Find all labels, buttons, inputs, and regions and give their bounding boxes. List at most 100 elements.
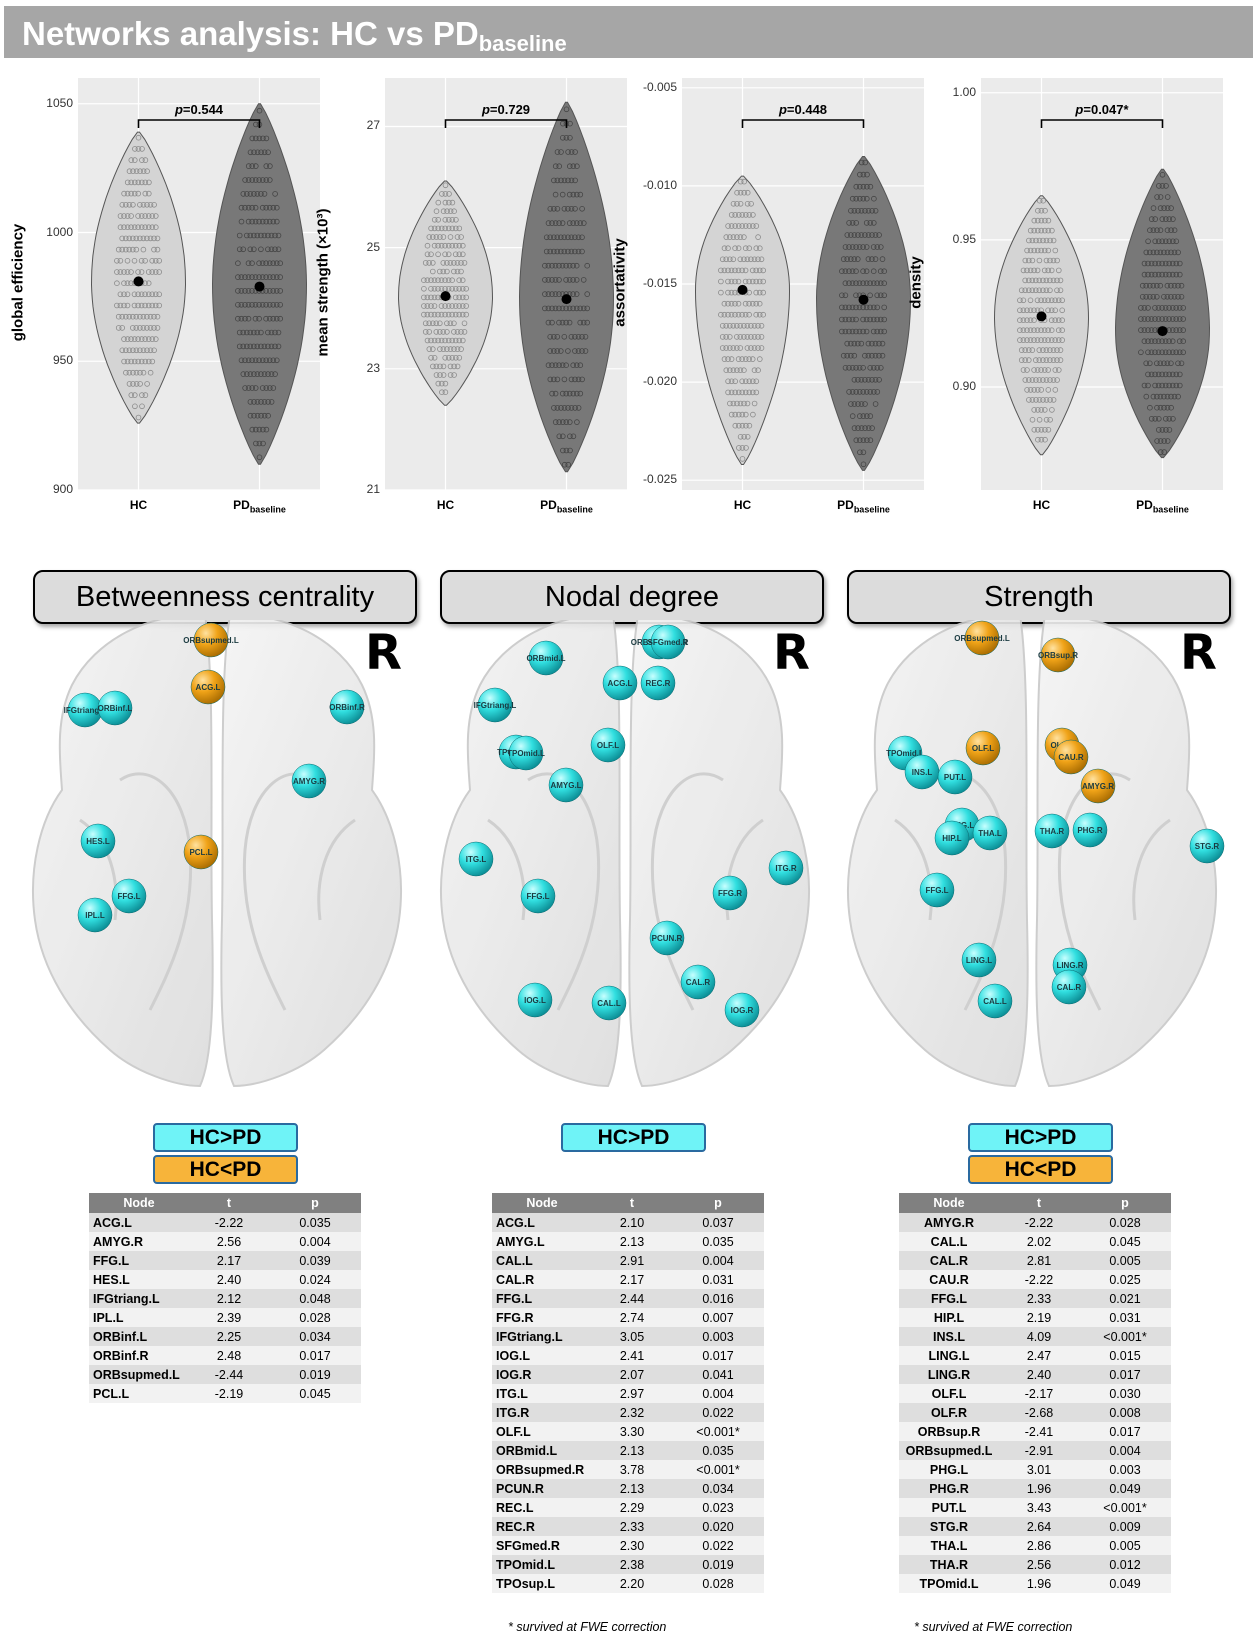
data-point — [1054, 347, 1060, 353]
table-cell-p: 0.008 — [1079, 1403, 1171, 1422]
data-point — [556, 362, 562, 369]
data-point — [256, 440, 263, 447]
data-point — [1169, 382, 1176, 389]
table-cell-p: 0.019 — [672, 1555, 764, 1574]
data-point — [842, 280, 849, 287]
data-point — [867, 413, 874, 419]
data-point — [252, 204, 259, 211]
data-point — [549, 277, 555, 283]
data-point — [440, 268, 447, 275]
data-point — [565, 234, 571, 241]
data-point — [860, 171, 867, 178]
data-point — [1141, 305, 1148, 311]
data-point — [857, 413, 863, 419]
data-point — [748, 256, 754, 263]
data-point — [551, 333, 557, 340]
data-point — [867, 280, 873, 287]
data-point — [435, 242, 441, 249]
data-point — [151, 235, 157, 242]
data-point — [864, 437, 870, 444]
data-point — [1171, 249, 1178, 256]
data-point — [725, 378, 731, 385]
data-point — [1154, 249, 1160, 256]
data-point — [869, 376, 875, 383]
data-point — [247, 329, 254, 336]
data-point — [133, 235, 140, 242]
data-point — [1029, 347, 1036, 353]
data-point — [133, 381, 140, 387]
table-cell-p: 0.017 — [269, 1346, 361, 1365]
data-point — [153, 224, 159, 231]
data-point — [1034, 327, 1041, 334]
data-point — [735, 300, 742, 307]
data-point — [438, 311, 445, 318]
data-point — [256, 135, 263, 142]
data-point — [728, 223, 735, 229]
data-point — [547, 348, 554, 354]
data-point — [554, 348, 561, 354]
data-point — [135, 134, 142, 141]
data-point — [442, 337, 448, 344]
data-point — [261, 232, 268, 239]
data-point — [737, 433, 744, 440]
data-point — [742, 267, 749, 274]
data-point — [438, 337, 445, 344]
table-cell-node: TPOsup.L — [492, 1574, 592, 1593]
table-cell-p: 0.005 — [1079, 1251, 1171, 1270]
data-point — [874, 292, 881, 299]
data-point — [730, 367, 737, 374]
data-point — [431, 277, 438, 284]
data-point — [1148, 271, 1155, 278]
data-point — [438, 225, 445, 232]
data-point — [1148, 338, 1155, 345]
data-point — [1042, 207, 1048, 214]
data-point — [258, 191, 264, 197]
data-point — [870, 316, 877, 323]
data-point — [723, 234, 730, 240]
data-point — [121, 269, 127, 275]
data-point — [151, 325, 157, 331]
data-point — [755, 234, 761, 240]
data-point — [563, 362, 569, 369]
data-point — [249, 260, 255, 267]
brain-contour — [650, 772, 724, 1011]
data-point — [146, 358, 152, 365]
data-point — [1027, 337, 1034, 343]
footnote-3: * survived at FWE correction — [914, 1620, 1073, 1634]
data-point — [1018, 347, 1025, 353]
table-cell-node: IOG.R — [492, 1365, 592, 1384]
data-point — [746, 300, 752, 307]
data-point — [442, 182, 449, 189]
data-point — [558, 177, 564, 184]
table-cell-t: -2.41 — [999, 1422, 1079, 1441]
table-cell-t: 2.19 — [999, 1308, 1079, 1327]
data-point — [451, 208, 457, 215]
data-point — [128, 280, 134, 287]
data-point — [758, 256, 765, 263]
data-point — [842, 316, 849, 323]
data-point — [737, 323, 744, 329]
data-point — [872, 376, 879, 383]
data-point — [737, 189, 744, 196]
table-cell-p: 0.028 — [1079, 1213, 1171, 1232]
data-point — [149, 269, 155, 275]
data-point — [261, 343, 268, 350]
data-point — [574, 390, 580, 397]
y-tick-label: 23 — [366, 360, 380, 375]
data-point — [749, 300, 756, 307]
data-point — [267, 163, 273, 169]
data-point — [1042, 426, 1048, 433]
data-point — [1020, 267, 1027, 274]
data-point — [871, 195, 877, 202]
data-point — [734, 400, 740, 407]
data-point — [570, 191, 577, 198]
data-point — [753, 245, 760, 252]
brain-node-label: CAL.L — [597, 999, 621, 1008]
data-point — [263, 135, 270, 142]
data-point — [840, 256, 847, 262]
data-point — [275, 329, 282, 336]
data-point — [732, 378, 738, 385]
data-point — [1175, 249, 1181, 256]
